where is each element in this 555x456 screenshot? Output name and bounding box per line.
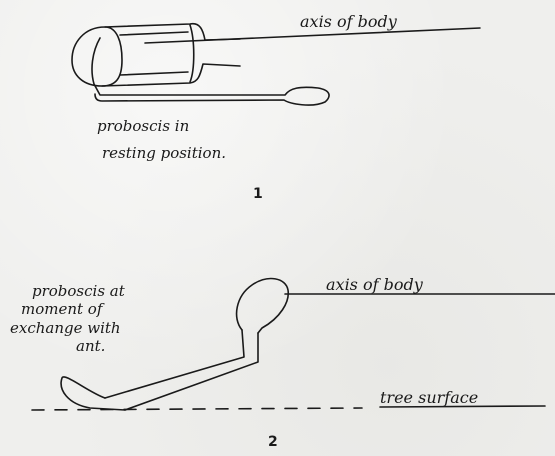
fig1-axis-label: axis of body <box>300 12 398 31</box>
fig1-number: 1 <box>253 186 263 202</box>
fig2-note-line3: exchange with <box>10 319 121 337</box>
fig2-lower-bulb <box>61 377 125 410</box>
fig2-surface-line <box>32 408 362 410</box>
figure-1: axis of body proboscis in resting positi… <box>72 12 480 202</box>
fig1-caption-line2: resting position. <box>102 144 226 162</box>
fig1-proboscis <box>92 38 329 105</box>
fig1-inner-line-1 <box>120 32 188 35</box>
fig2-note-line4: ant. <box>76 337 105 355</box>
fig1-head-outline <box>72 27 122 86</box>
fig2-surface-underline <box>380 406 545 407</box>
fig2-upper-bulb <box>237 279 289 333</box>
fig2-number: 2 <box>268 434 278 450</box>
fig2-note-line2: moment of <box>21 300 105 318</box>
fig1-inner-line-2 <box>120 72 188 75</box>
fig2-surface-label: tree surface <box>380 388 478 407</box>
fig2-stalk-outer <box>105 330 244 398</box>
fig2-note-line1: proboscis at <box>32 282 126 300</box>
figure-2: proboscis at moment of exchange with ant… <box>10 275 555 450</box>
fig2-axis-label: axis of body <box>326 275 424 294</box>
fig2-stalk-inner <box>125 333 258 410</box>
fig1-body-outline <box>105 24 240 40</box>
fig1-inner-divider <box>190 25 194 82</box>
fig1-caption-line1: proboscis in <box>97 117 189 135</box>
